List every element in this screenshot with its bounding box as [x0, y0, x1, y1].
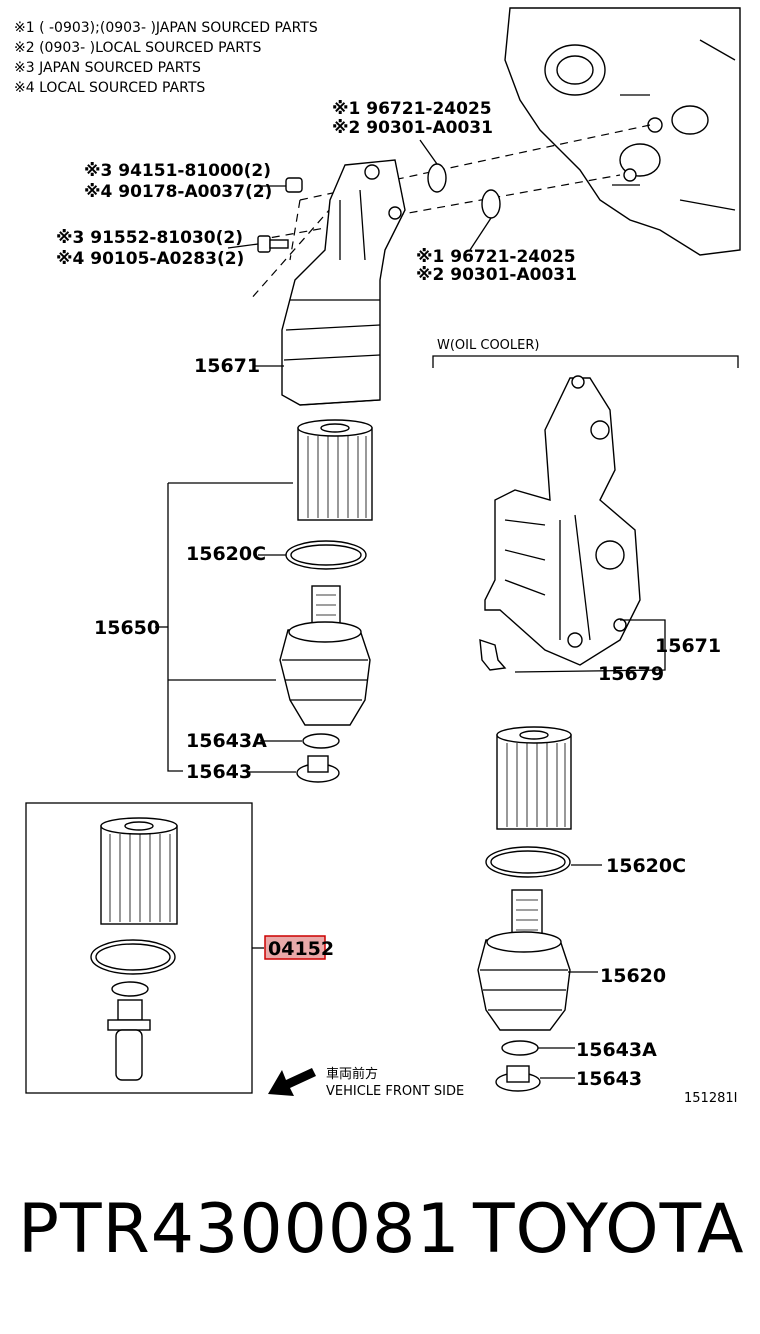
filter-element-right-drawing	[496, 726, 572, 830]
note-1: ※1 ( -0903);(0903- )JAPAN SOURCED PARTS	[14, 20, 318, 36]
oring-top-part-2: ※2 90301-A0031	[332, 118, 493, 138]
nut-part-1: ※3 94151-81000(2)	[84, 161, 271, 181]
kit-label[interactable]: 04152	[268, 938, 334, 960]
plug-left-label: 15643	[186, 761, 252, 783]
housing-left-label: 15671	[194, 355, 260, 377]
brand-name: TOYOTA	[473, 1190, 745, 1269]
washer-left-label: 15643A	[186, 730, 267, 752]
oring-right-icon	[485, 846, 571, 878]
plug-right-label: 15643	[576, 1068, 642, 1090]
kit-washer-icon	[111, 981, 149, 997]
plug-left-icon	[296, 755, 340, 783]
oil-cooler-bracket	[432, 355, 739, 368]
oring-left-label: 15620C	[186, 543, 266, 565]
washer-left-icon	[302, 733, 340, 749]
oil-filter-housing-right-drawing	[484, 375, 641, 666]
bolt-icon	[227, 235, 289, 253]
vehicle-front-jp: 車両前方	[326, 1066, 378, 1082]
vehicle-front-arrow-icon	[268, 1068, 316, 1096]
bolt-part-2: ※4 90105-A0283(2)	[56, 249, 244, 269]
oring-top-part-1: ※1 96721-24025	[332, 99, 492, 119]
bracket-icon	[479, 638, 507, 671]
housing-right-label: 15671	[655, 635, 721, 657]
guide-line-lower	[257, 174, 621, 241]
filter-cap-right-drawing	[477, 889, 571, 1031]
note-3: ※3 JAPAN SOURCED PARTS	[14, 60, 201, 76]
note-4: ※4 LOCAL SOURCED PARTS	[14, 80, 205, 96]
bolt-part-1: ※3 91552-81030(2)	[56, 228, 243, 248]
figure-id: 151281I	[684, 1091, 737, 1106]
note-2: ※2 (0903- )LOCAL SOURCED PARTS	[14, 40, 261, 56]
washer-right-label: 15643A	[576, 1039, 657, 1061]
vehicle-front-en: VEHICLE FRONT SIDE	[326, 1084, 464, 1099]
housing-right-leader	[514, 619, 666, 673]
oring-middle-icon	[481, 189, 501, 219]
filter-cap-left-drawing	[279, 585, 371, 726]
assembly-bracket	[167, 482, 293, 772]
oring-mid-part-2: ※2 90301-A0031	[416, 265, 577, 285]
filter-element-left-drawing	[297, 419, 373, 521]
oring-right-label: 15620C	[606, 855, 686, 877]
assembly-label: 15650	[94, 617, 160, 639]
kit-filter-element-drawing	[100, 817, 178, 925]
bracket-right-label: 15679	[598, 663, 664, 685]
washer-right-icon	[501, 1040, 539, 1056]
footer-title: PTR4300081 TOYOTA	[18, 1190, 748, 1280]
nut-part-2: ※4 90178-A0037(2)	[84, 182, 272, 202]
cap-right-label: 15620	[600, 965, 666, 987]
kit-drain-plug-icon	[107, 999, 151, 1081]
part-code: PTR4300081	[18, 1190, 461, 1269]
oil-filter-housing-left-drawing	[281, 159, 406, 406]
kit-oring-icon	[90, 939, 176, 975]
oring-top-icon	[427, 163, 447, 193]
oring-mid-part-1: ※1 96721-24025	[416, 247, 576, 267]
nut-icon	[257, 177, 303, 193]
guide-line-nut	[289, 199, 301, 261]
kit-highlight[interactable]	[264, 935, 326, 960]
plug-right-icon	[495, 1065, 541, 1092]
oil-cooler-label: W(OIL COOLER)	[437, 338, 539, 353]
